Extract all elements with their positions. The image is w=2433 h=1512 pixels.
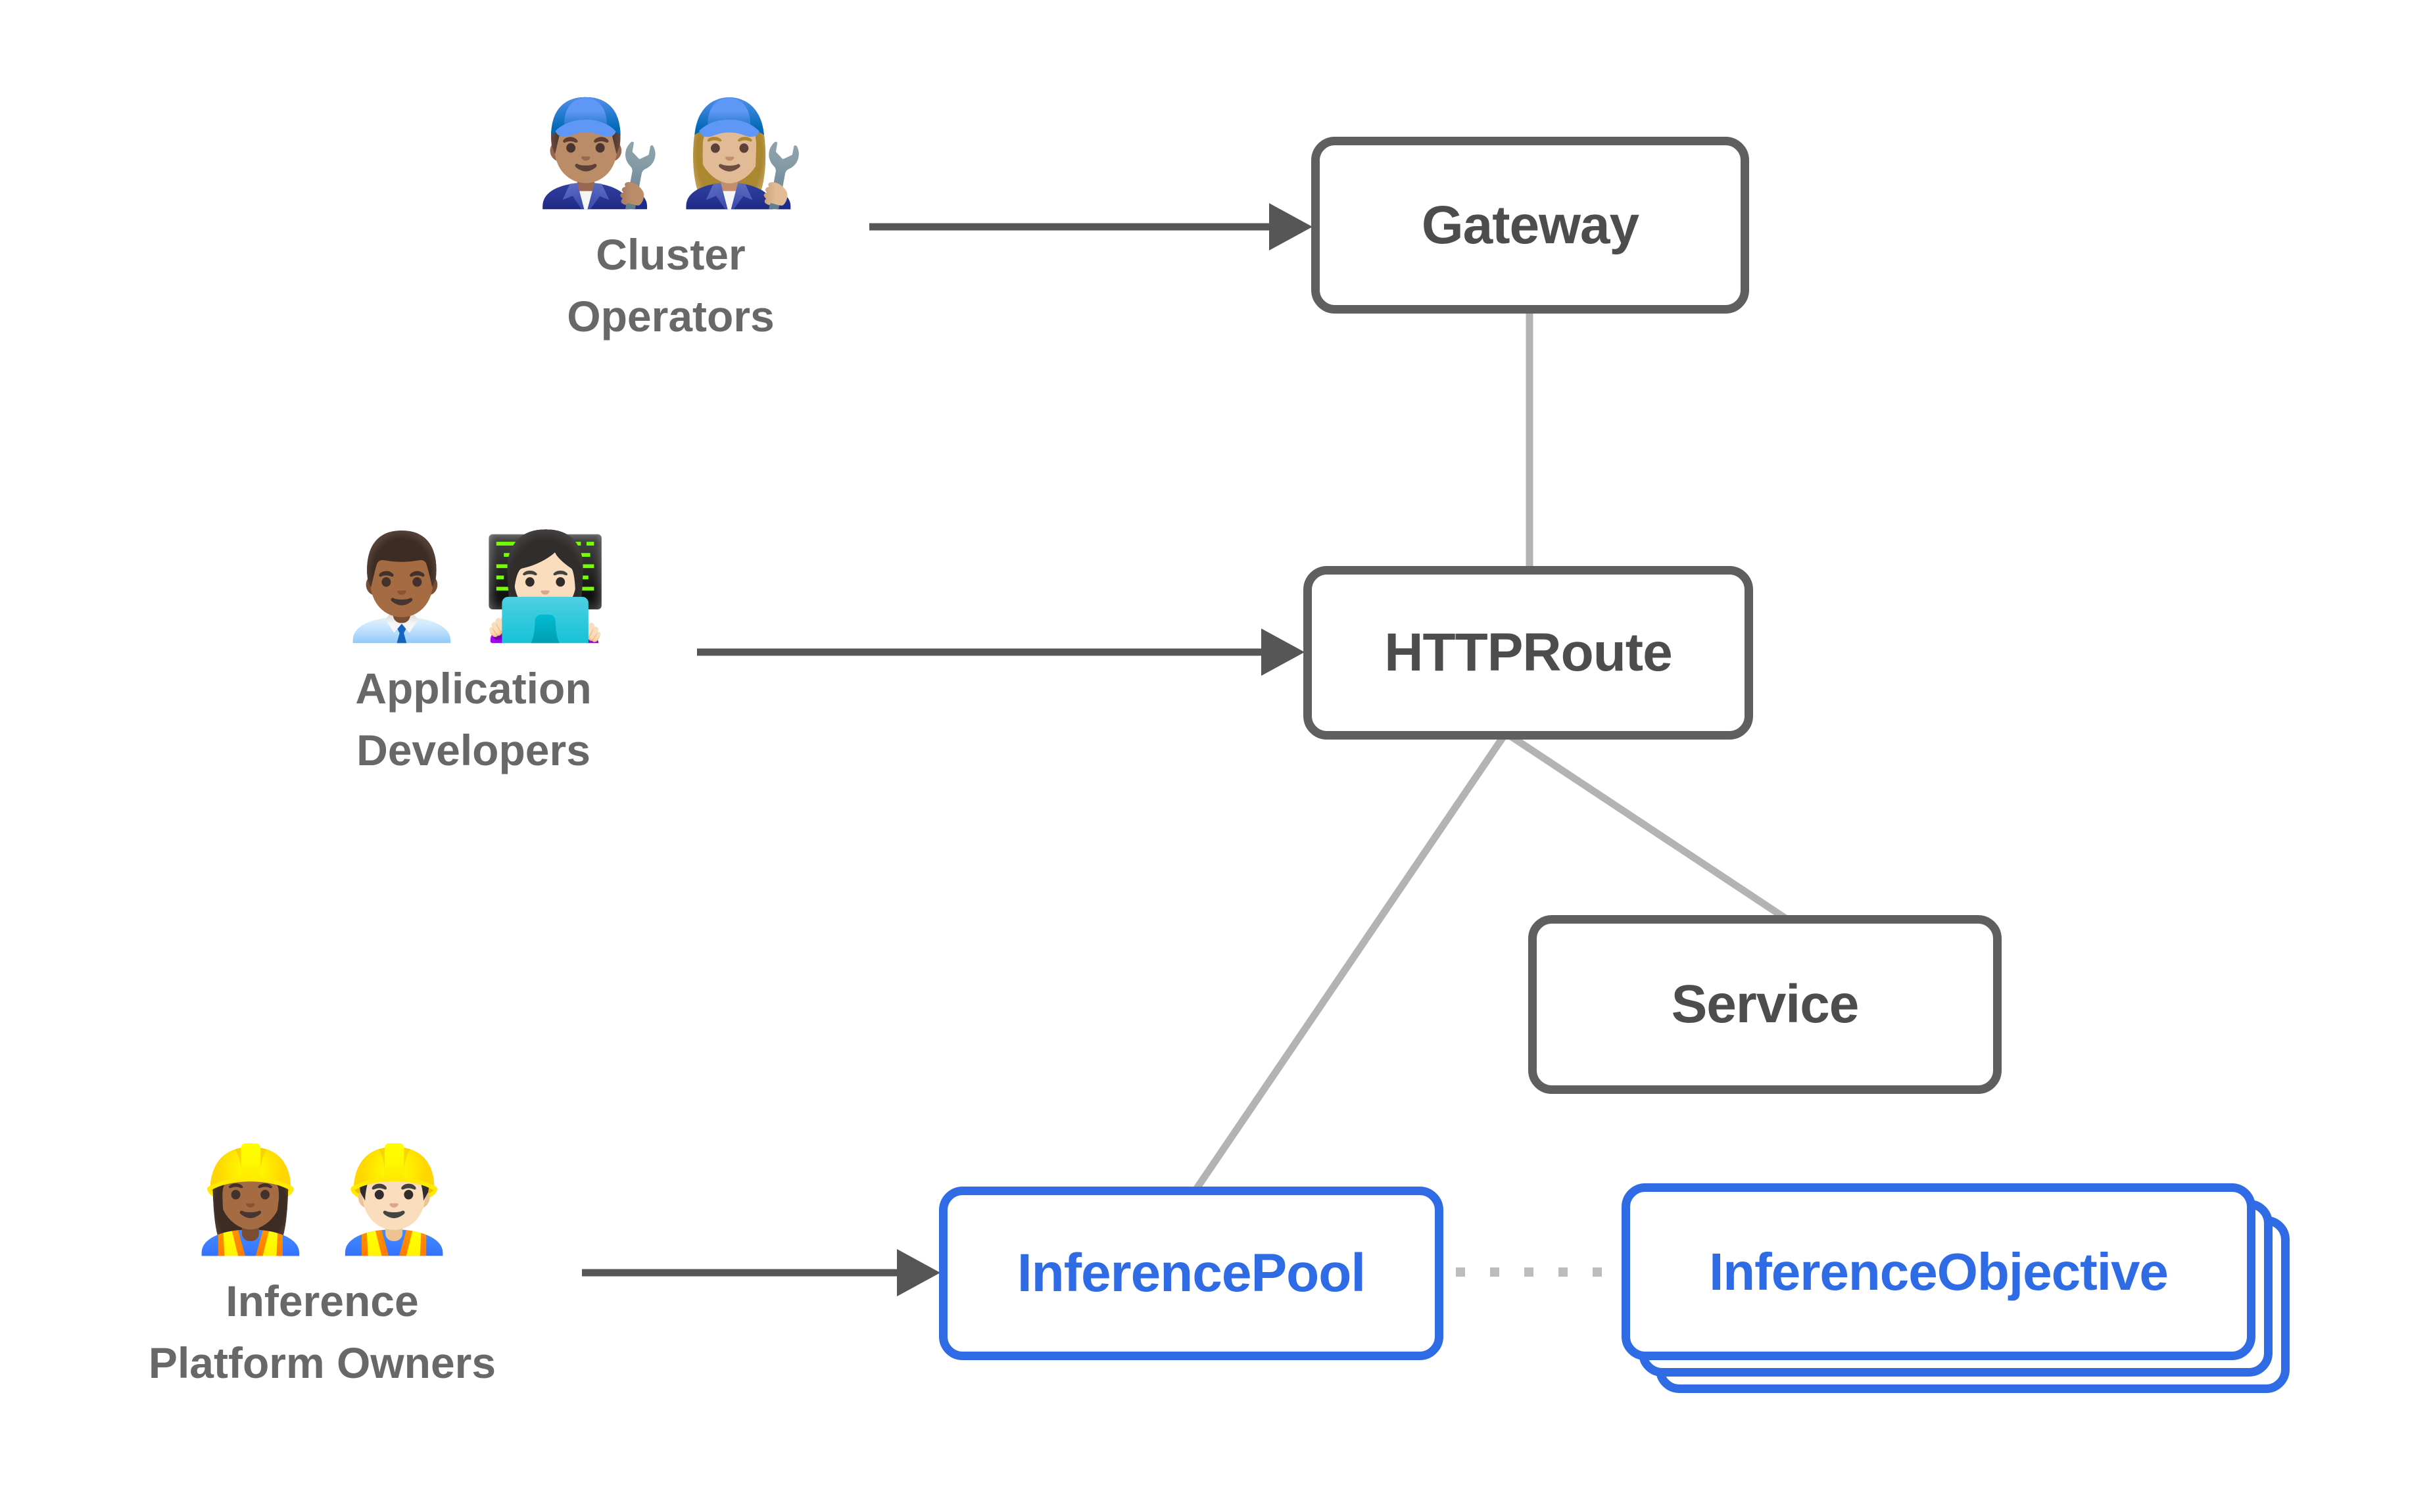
label-line-1: Cluster	[596, 230, 746, 279]
node-inferencepool: InferencePool	[939, 1187, 1443, 1360]
man-office-worker-icon: 👨🏾‍💼	[337, 530, 466, 644]
woman-mechanic-icon: 👩🏼‍🔧	[679, 96, 807, 210]
node-inferenceobjective-label: InferenceObjective	[1709, 1242, 2169, 1301]
arrow-cluster-operators-to-gateway	[869, 203, 1313, 250]
connector-httproute-service	[1503, 730, 1791, 924]
actor-cluster-operators: 👨🏽‍🔧👩🏼‍🔧 Cluster Operators	[480, 92, 861, 348]
node-httproute-label: HTTPRoute	[1384, 623, 1672, 682]
woman-technologist-icon: 👩🏻‍💻	[481, 530, 610, 644]
node-httproute: HTTPRoute	[1303, 566, 1753, 740]
node-gateway-label: Gateway	[1421, 195, 1639, 255]
connector-httproute-inferencepool	[1192, 730, 1509, 1194]
node-inferencepool-label: InferencePool	[1017, 1243, 1366, 1303]
arrow-head-icon	[897, 1249, 940, 1296]
node-service-label: Service	[1671, 974, 1860, 1034]
arrow-head-icon	[1261, 628, 1305, 676]
node-inferenceobjective-stack: InferenceObjective	[1622, 1183, 2290, 1393]
node-inferenceobjective: InferenceObjective	[1622, 1183, 2255, 1360]
label-line-1: Application	[355, 664, 592, 713]
arrow-head-icon	[1269, 203, 1313, 250]
arrow-inference-platform-owners-to-inferencepool	[582, 1249, 940, 1296]
label-line-2: Platform Owners	[148, 1338, 496, 1387]
label-line-2: Operators	[567, 291, 775, 341]
man-mechanic-icon: 👨🏽‍🔧	[535, 96, 663, 210]
woman-construction-worker-icon: 👷🏾‍♀️	[186, 1143, 314, 1257]
arrow-application-developers-to-httproute	[697, 628, 1305, 676]
label-line-1: Inference	[226, 1277, 419, 1326]
man-construction-worker-icon: 👷🏻‍♂️	[330, 1143, 458, 1257]
cluster-operators-emojis: 👨🏽‍🔧👩🏼‍🔧	[480, 92, 861, 215]
node-service: Service	[1528, 915, 2002, 1094]
inference-platform-owners-label: Inference Platform Owners	[72, 1271, 572, 1394]
inference-platform-owners-emojis: 👷🏾‍♀️👷🏻‍♂️	[72, 1139, 572, 1262]
node-gateway: Gateway	[1311, 137, 1749, 314]
cluster-operators-label: Cluster Operators	[480, 224, 861, 347]
label-line-2: Developers	[356, 725, 590, 774]
actor-application-developers: 👨🏾‍💼👩🏻‍💻 Application Developers	[276, 526, 671, 782]
actor-inference-platform-owners: 👷🏾‍♀️👷🏻‍♂️ Inference Platform Owners	[72, 1139, 572, 1394]
application-developers-emojis: 👨🏾‍💼👩🏻‍💻	[276, 526, 671, 649]
application-developers-label: Application Developers	[276, 658, 671, 781]
